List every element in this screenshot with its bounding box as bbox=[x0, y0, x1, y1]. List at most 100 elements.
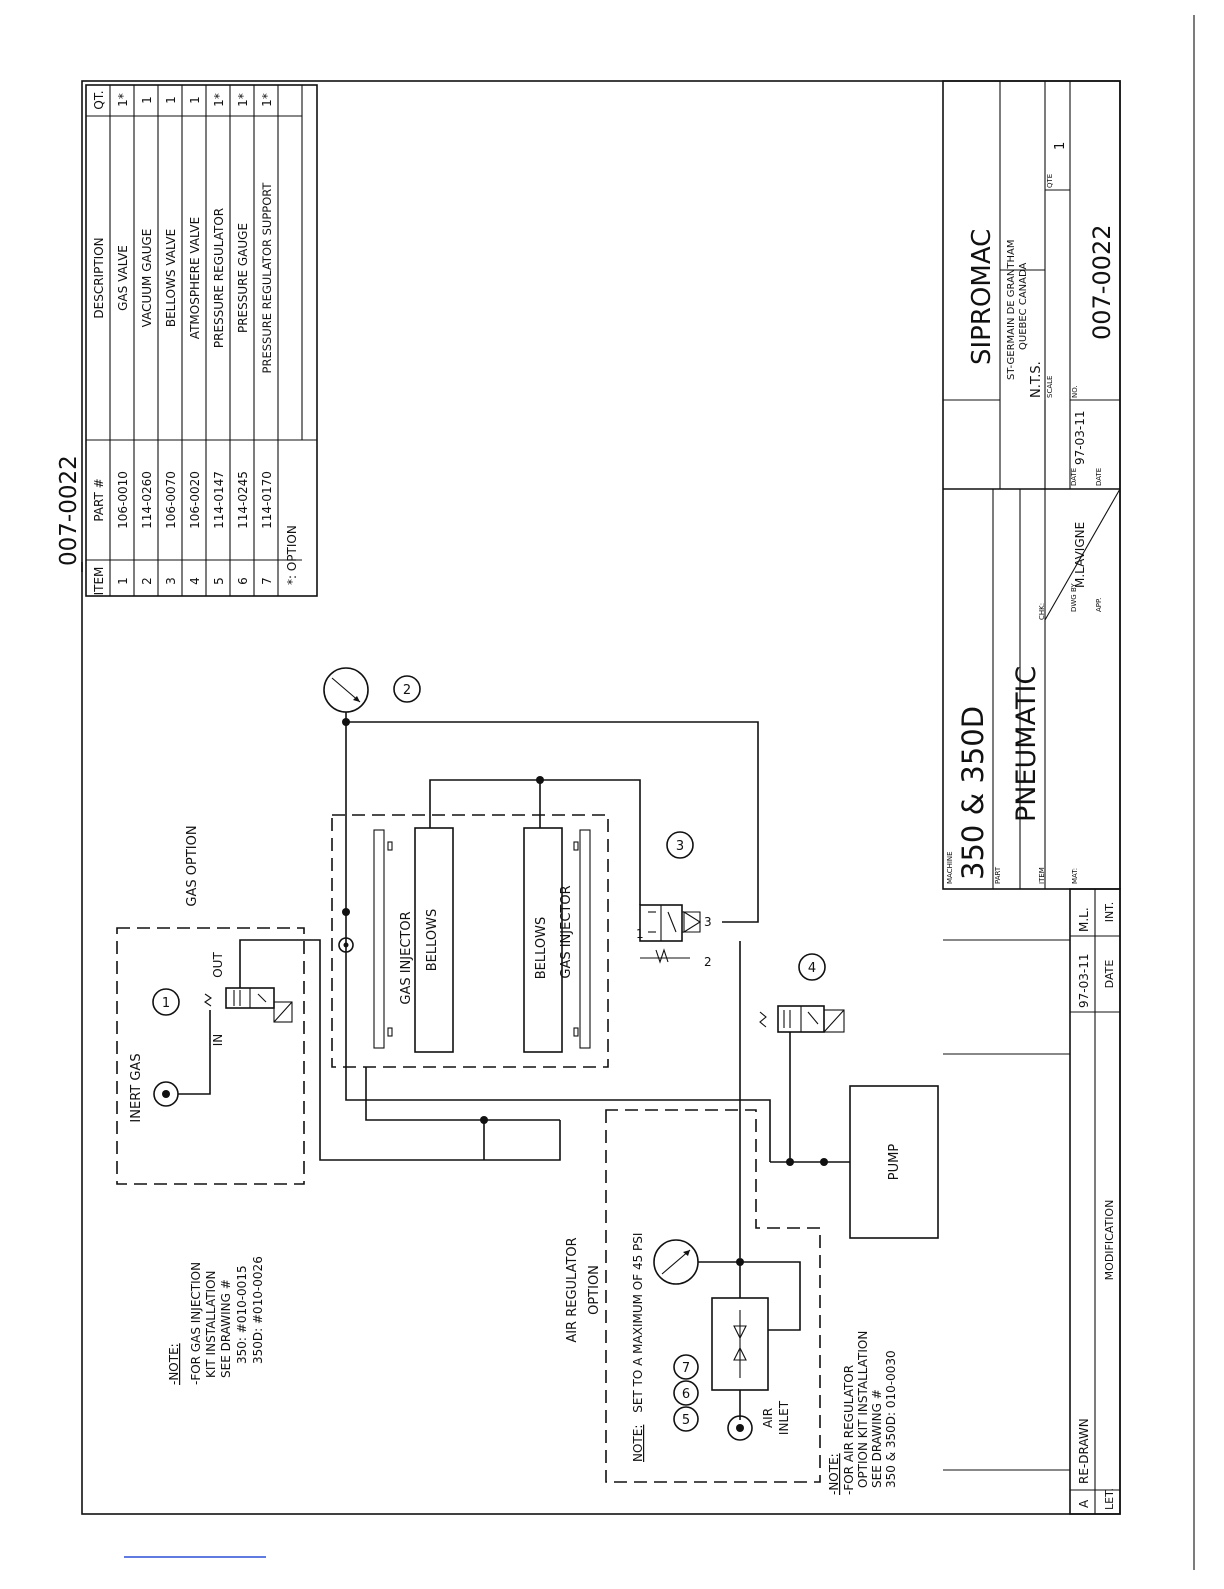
date-field-label: DATE bbox=[1070, 468, 1078, 486]
part-value: PNEUMATIC bbox=[1011, 666, 1042, 822]
gas-note: -NOTE: -FOR GAS INJECTION KIT INSTALLATI… bbox=[167, 1256, 265, 1385]
parts-row-item: 2 bbox=[140, 577, 154, 585]
revision-date-label: DATE bbox=[1103, 960, 1116, 989]
regulator-bypass-line bbox=[740, 1261, 801, 1331]
balloon-4-icon bbox=[798, 953, 826, 981]
injector-bellows-chamber: GAS INJECTOR BELLOWS BELLOWS GAS INJECTO… bbox=[331, 776, 641, 1068]
gas-note-line: SEE DRAWING # bbox=[219, 1279, 233, 1378]
date2-field-label: DATE bbox=[1095, 468, 1103, 486]
bellows-link-line bbox=[429, 779, 541, 828]
parts-row-qty: 1* bbox=[236, 93, 250, 107]
parts-row-qty: 1 bbox=[164, 96, 178, 104]
parts-row-part: 114-0170 bbox=[260, 471, 274, 529]
parts-header-part: PART # bbox=[92, 478, 106, 521]
parts-row-qty: 1 bbox=[140, 96, 154, 104]
balloon-1-label: 1 bbox=[162, 996, 170, 1011]
bellows-valve-icon bbox=[639, 904, 702, 964]
vacuum-main-line bbox=[345, 712, 771, 1162]
parts-table-frame bbox=[85, 84, 318, 597]
balloon-6-label: 6 bbox=[682, 1387, 690, 1402]
balloon-1-icon bbox=[152, 988, 180, 1016]
bellows-left-icon bbox=[414, 827, 454, 1053]
inert-gas-line bbox=[178, 1010, 211, 1095]
parts-row-description: PRESSURE GAUGE bbox=[236, 223, 250, 333]
mat-field-label: MAT: bbox=[1071, 868, 1079, 884]
qty-field-label: QTE bbox=[1046, 174, 1054, 188]
injector-return-line bbox=[365, 1067, 485, 1160]
max-pressure-note-prefix: NOTE: bbox=[631, 1425, 645, 1462]
revision-initials: M.L. bbox=[1077, 907, 1091, 932]
bellows-supply-line bbox=[540, 779, 641, 905]
gas-valve-in-label: IN bbox=[211, 1034, 225, 1047]
drawing-number: 007-0022 bbox=[1088, 224, 1116, 340]
parts-row-part: 106-0070 bbox=[164, 471, 178, 529]
gas-option-group: GAS OPTION INERT GAS IN OUT 1 bbox=[116, 825, 561, 1185]
title-block-frame bbox=[942, 80, 1121, 890]
balloon-2-label: 2 bbox=[403, 683, 411, 698]
balloon-7-label: 7 bbox=[682, 1361, 690, 1376]
balloon-7-icon bbox=[673, 1354, 699, 1380]
parts-row-part: 106-0020 bbox=[188, 471, 202, 529]
parts-row-7: 7 114-0170 PRESSURE REGULATOR SUPPORT 1* bbox=[260, 93, 274, 585]
gas-valve-icon bbox=[204, 987, 293, 1023]
bellows-right-icon bbox=[523, 827, 563, 1053]
gas-injector-right-label: GAS INJECTOR bbox=[559, 885, 574, 978]
gas-note-line: -NOTE: bbox=[167, 1343, 181, 1385]
approved-label: APP. bbox=[1095, 598, 1103, 612]
inert-gas-port-dot bbox=[162, 1090, 170, 1098]
revision-modification-label: MODIFICATION bbox=[1103, 1200, 1116, 1281]
date-value: 97-03-11 bbox=[1073, 411, 1087, 465]
balloon-6-icon bbox=[673, 1380, 699, 1406]
gas-option-label: GAS OPTION bbox=[185, 825, 200, 906]
air-note: -NOTE: -FOR AIR REGULATOR OPTION KIT INS… bbox=[827, 1331, 898, 1495]
air-regulator-boundary bbox=[605, 1109, 821, 1483]
parts-row-item: 6 bbox=[236, 577, 250, 585]
revision-block: A LET. RE-DRAWN MODIFICATION 97-03-11 DA… bbox=[943, 888, 1121, 1515]
air-note-line: OPTION KIT INSTALLATION bbox=[856, 1331, 870, 1488]
parts-row-2: 2 114-0260 VACUUM GAUGE 1 bbox=[140, 96, 154, 585]
gas-note-line: KIT INSTALLATION bbox=[204, 1270, 218, 1378]
vacuum-to-valve-line bbox=[346, 721, 759, 923]
revision-date: 97-03-11 bbox=[1077, 954, 1091, 1008]
revision-letter: A bbox=[1077, 1499, 1091, 1508]
parts-table: ITEM PART # DESCRIPTION QT. 1 106-0010 G… bbox=[85, 84, 318, 597]
air-note-line: 350 & 350D: 010-0030 bbox=[884, 1350, 898, 1488]
gas-note-line: 350D: #010-0026 bbox=[251, 1256, 265, 1364]
header-drawing-number: 007-0022 bbox=[56, 455, 82, 566]
title-block: MACHINE 350 & 350D PART PNEUMATIC ITEM C… bbox=[942, 80, 1121, 890]
parts-row-qty: 1 bbox=[188, 96, 202, 104]
gas-injector-left-label: GAS INJECTOR bbox=[399, 911, 414, 1004]
revision-initials-label: INT. bbox=[1103, 902, 1116, 922]
machine-field-label: MACHINE bbox=[946, 851, 954, 884]
air-inlet-label-line1: AIR bbox=[761, 1408, 775, 1428]
machine-value: 350 & 350D bbox=[956, 706, 990, 880]
parts-row-description: BELLOWS VALVE bbox=[164, 229, 178, 327]
part-field-label: PART bbox=[994, 866, 1002, 884]
drawn-by-label: DWG BY bbox=[1070, 583, 1078, 612]
inert-gas-label: INERT GAS bbox=[129, 1053, 144, 1122]
parts-header-item: ITEM bbox=[92, 567, 106, 596]
chamber-boundary bbox=[331, 814, 609, 1068]
scale-field-label: SCALE bbox=[1046, 376, 1054, 398]
parts-row-item: 7 bbox=[260, 577, 274, 585]
parts-row-description: VACUUM GAUGE bbox=[140, 229, 154, 328]
gas-note-line: 350: #010-0015 bbox=[235, 1265, 249, 1364]
air-regulator-label-line1: AIR REGULATOR bbox=[565, 1237, 580, 1342]
balloon-2-icon bbox=[393, 675, 421, 703]
parts-row-description: ATMOSPHERE VALVE bbox=[188, 217, 202, 339]
gas-note-line: -FOR GAS INJECTION bbox=[189, 1262, 203, 1385]
balloon-3-label: 3 bbox=[676, 839, 684, 854]
air-regulator-label-line2: OPTION bbox=[587, 1265, 602, 1315]
gas-injector-left-icon bbox=[373, 829, 385, 1049]
parts-footnote: *: OPTION bbox=[285, 525, 299, 585]
gas-valve-out-label: OUT bbox=[211, 952, 225, 978]
valve-port-1-label: 1 bbox=[636, 927, 644, 941]
balloon-3-icon bbox=[666, 831, 694, 859]
bellows-left-label: BELLOWS bbox=[425, 909, 440, 972]
drawn-by-value: M.LAVIGNE bbox=[1073, 522, 1087, 588]
air-note-line: -NOTE: bbox=[827, 1453, 841, 1495]
parts-row-part: 114-0147 bbox=[212, 471, 226, 529]
parts-row-description: PRESSURE REGULATOR SUPPORT bbox=[260, 182, 274, 374]
